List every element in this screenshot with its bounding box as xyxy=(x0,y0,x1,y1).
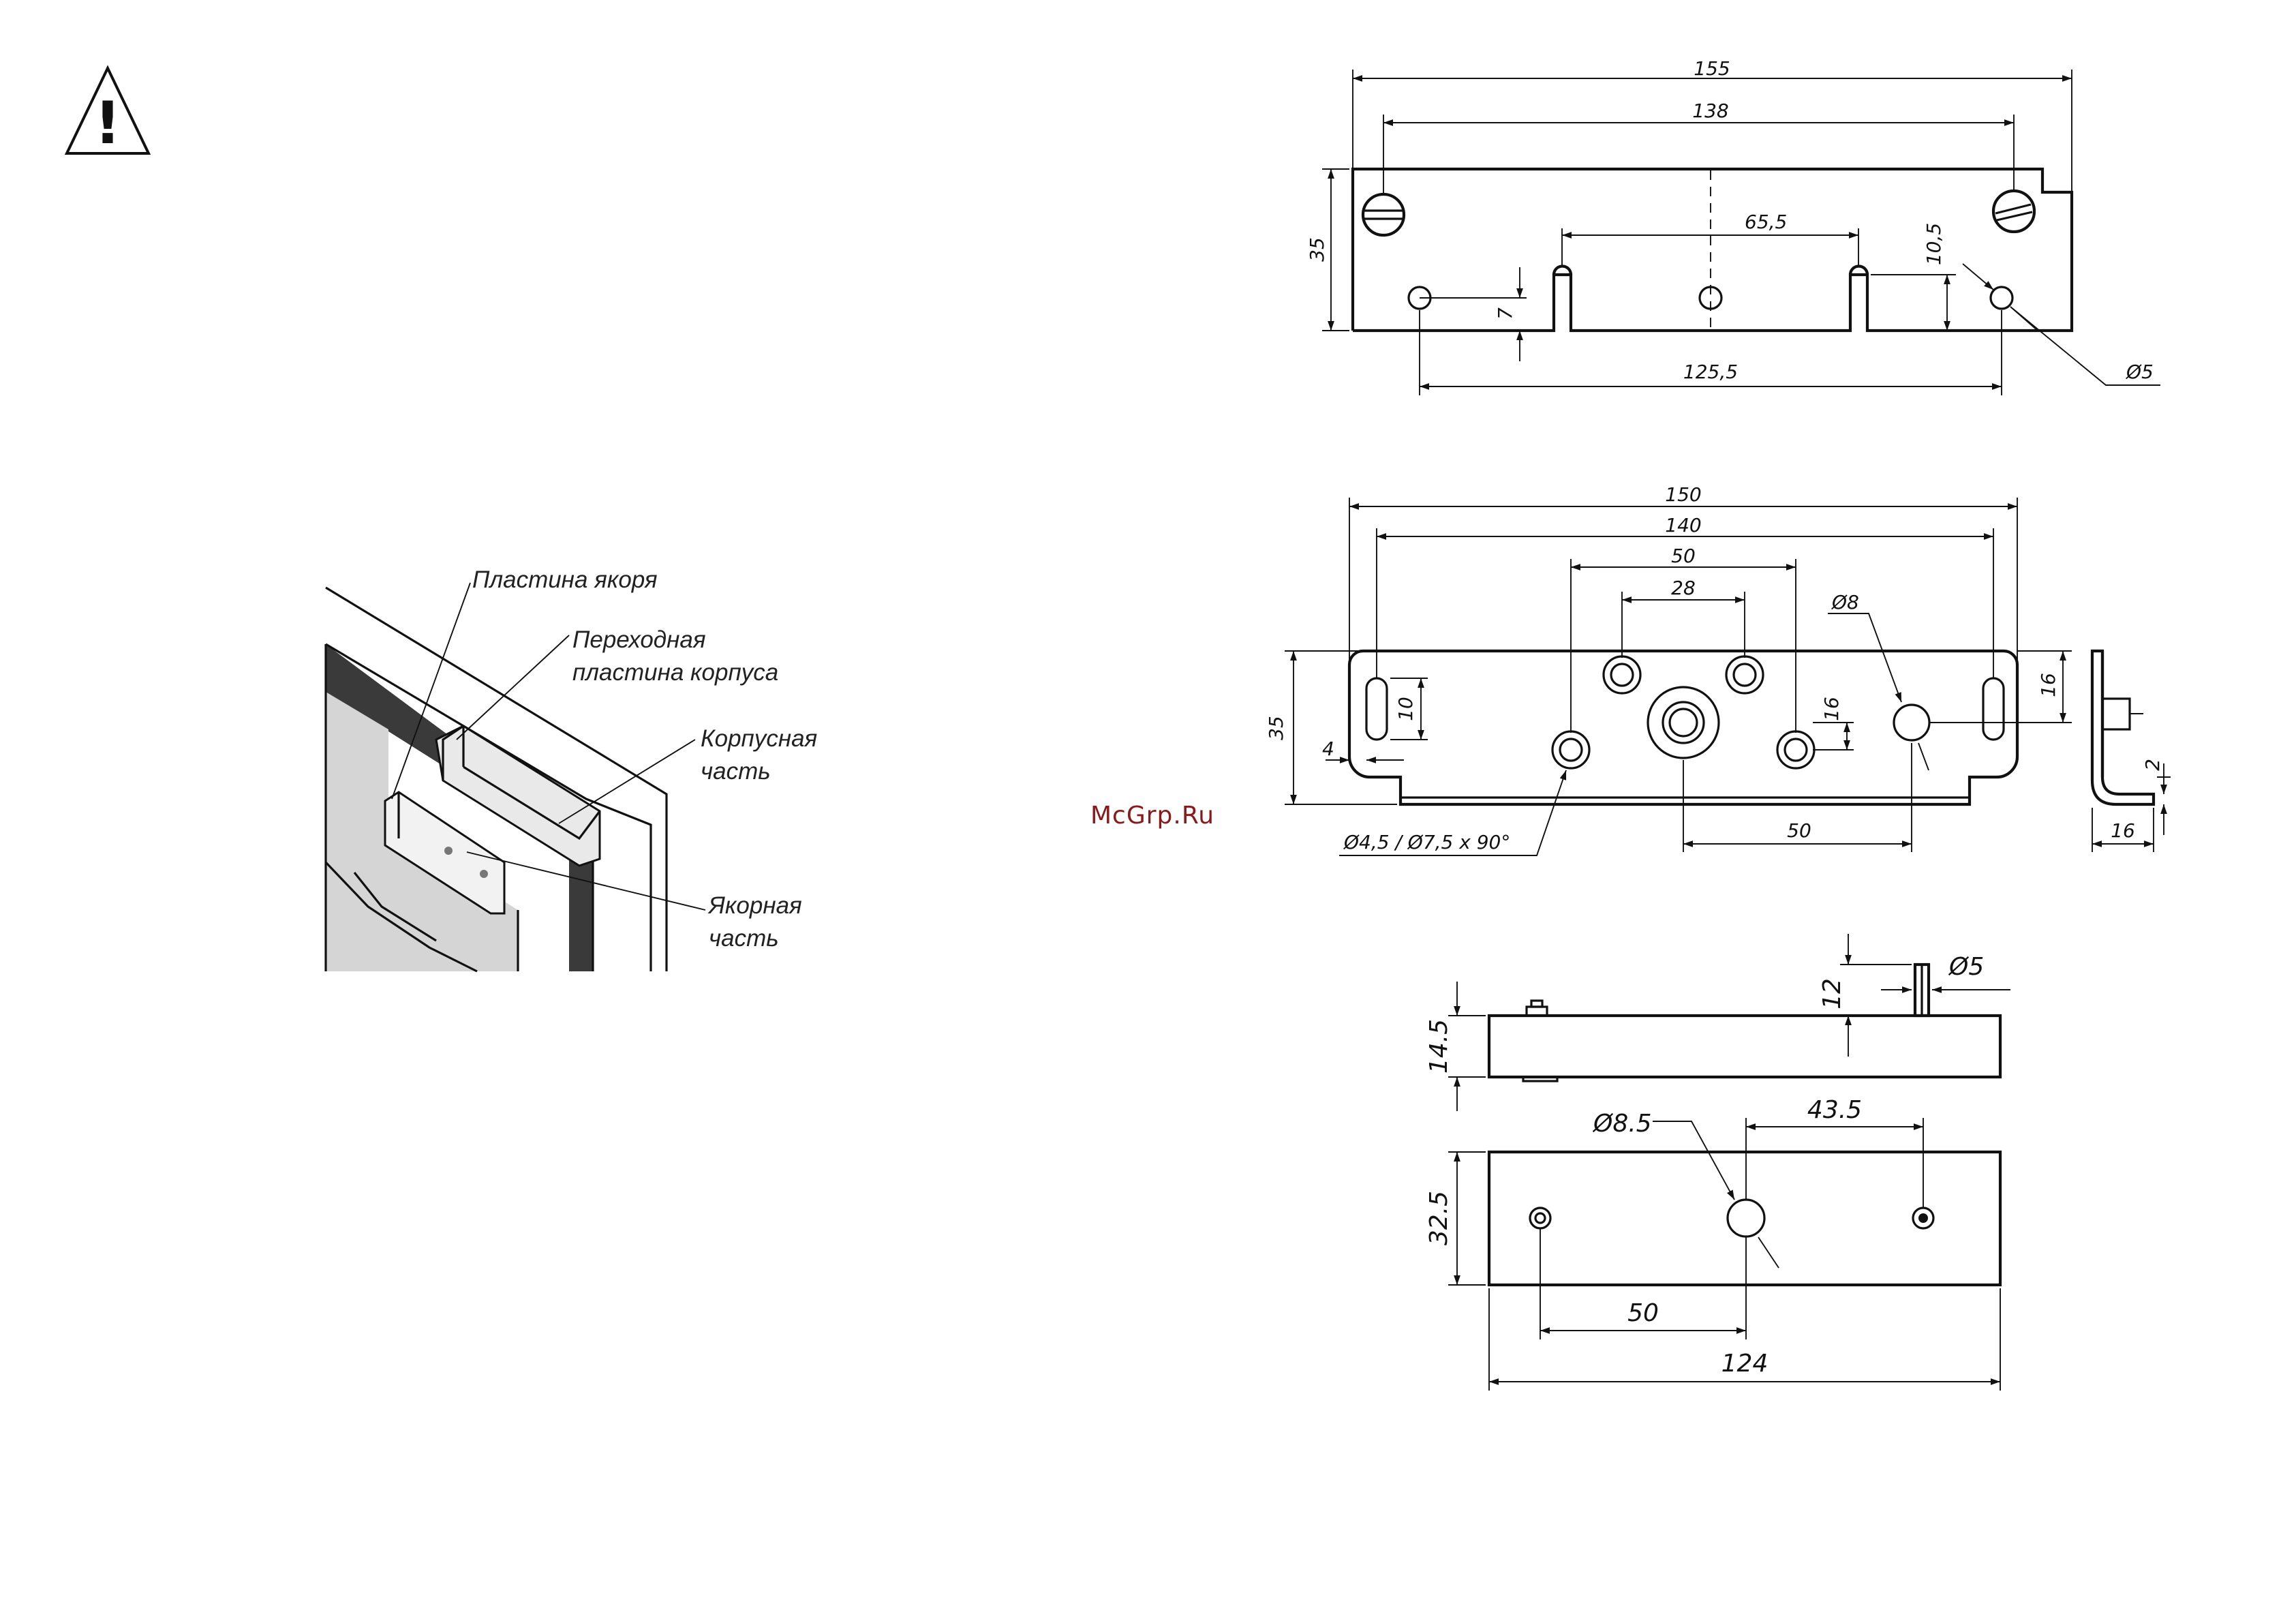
dim-125-5: 125,5 xyxy=(1683,361,1738,383)
dim-7: 7 xyxy=(1494,307,1516,320)
label-armature-part-line2: часть xyxy=(709,925,779,952)
dim-28: 28 xyxy=(1671,577,1696,599)
dim-32-5: 32.5 xyxy=(1425,1191,1453,1245)
dim-countersink: Ø4,5 / Ø7,5 x 90° xyxy=(1343,831,1510,853)
dim-16-right: 16 xyxy=(2037,673,2060,697)
label-transition-plate-line1: Переходная xyxy=(572,626,706,653)
isometric-installation-view: Пластина якоря Переходная пластина корпу… xyxy=(326,566,817,971)
dim-124: 124 xyxy=(1721,1350,1769,1378)
dim-138: 138 xyxy=(1692,100,1728,122)
drawing-transition-plate: 155 138 65,5 35 10,5 7 125,5 Ø5 xyxy=(1306,57,2160,395)
dim-2: 2 xyxy=(2141,759,2164,771)
label-body-part-line2: часть xyxy=(701,758,771,785)
dim-4: 4 xyxy=(1322,738,1334,760)
label-armature-plate: Пластина якоря xyxy=(472,566,658,593)
dim-43-5: 43.5 xyxy=(1807,1096,1862,1124)
dim-16-side: 16 xyxy=(2111,819,2135,842)
dim-12: 12 xyxy=(1818,978,1846,1010)
dim-d8-5: Ø8.5 xyxy=(1592,1110,1652,1138)
dim-50-bottom: 50 xyxy=(1787,819,1811,842)
dim-14-5: 14.5 xyxy=(1425,1019,1453,1074)
warning-glyph: ! xyxy=(94,89,121,157)
dim-50-top: 50 xyxy=(1671,545,1696,567)
dim-10: 10 xyxy=(1394,697,1417,721)
dim-35-bracket: 35 xyxy=(1265,716,1287,740)
drawing-armature-plate: Ø5 12 14.5 Ø8.5 43.5 32.5 50 xyxy=(1425,934,2010,1391)
dim-d8: Ø8 xyxy=(1831,591,1859,613)
dim-10-5: 10,5 xyxy=(1923,223,1945,265)
dim-35: 35 xyxy=(1306,237,1328,262)
label-transition-plate-line2: пластина корпуса xyxy=(572,659,778,686)
warning-triangle-icon: ! xyxy=(67,68,149,157)
dim-65-5: 65,5 xyxy=(1745,211,1787,233)
dim-50-armature: 50 xyxy=(1627,1299,1659,1327)
dim-16-middle: 16 xyxy=(1820,697,1843,721)
watermark: McGrp.Ru xyxy=(1090,802,1214,830)
drawing-mounting-bracket: 150 140 50 28 Ø8 35 10 4 xyxy=(1265,483,2171,855)
dim-d5-pin: Ø5 xyxy=(1948,953,1984,981)
dim-140: 140 xyxy=(1665,514,1701,536)
label-body-part-line1: Корпусная xyxy=(701,725,817,752)
dim-d5: Ø5 xyxy=(2126,361,2154,383)
label-armature-part-line1: Якорная xyxy=(707,892,802,919)
dim-150: 150 xyxy=(1665,483,1701,506)
dim-155: 155 xyxy=(1694,57,1730,80)
